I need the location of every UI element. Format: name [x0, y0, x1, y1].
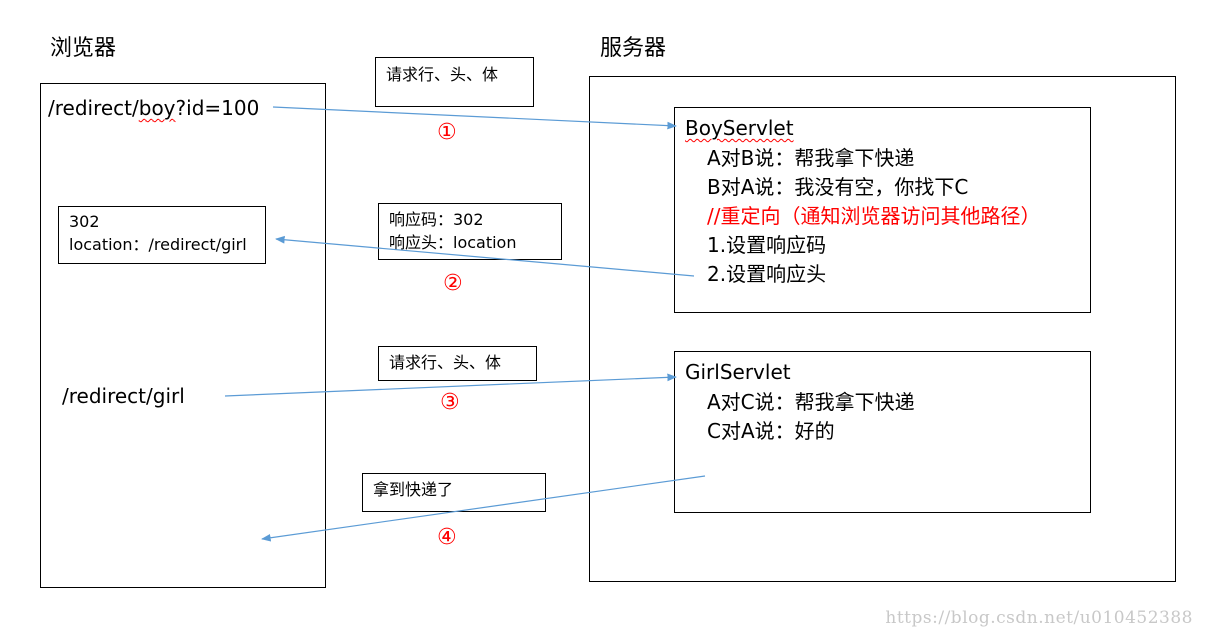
- request-note-1: 请求行、头、体: [375, 57, 534, 107]
- boy-servlet-line: A对B说：帮我拿下快递: [707, 146, 915, 170]
- watermark: https://blog.csdn.net/u010452388: [885, 608, 1193, 628]
- boy-servlet-body: A对B说：帮我拿下快递 B对A说：我没有空，你找下C //重定向（通知浏览器访问…: [707, 144, 1040, 289]
- step-4-marker: ④: [437, 525, 457, 550]
- girl-servlet-line: A对C说：帮我拿下快递: [707, 390, 915, 414]
- arrow-response-302: [275, 235, 695, 277]
- server-panel: [589, 76, 1176, 582]
- step-2-marker: ②: [443, 271, 463, 296]
- browser-panel: [40, 83, 326, 588]
- url-prefix: /redirect/: [48, 96, 139, 120]
- request-url-girl: /redirect/girl: [62, 384, 185, 408]
- received-status-code: 302: [69, 212, 100, 231]
- girl-servlet-line: C对A说：好的: [707, 419, 835, 443]
- server-title: 服务器: [600, 36, 667, 61]
- boy-servlet-box: BoyServlet A对B说：帮我拿下快递 B对A说：我没有空，你找下C //…: [674, 107, 1091, 313]
- got-delivery-note: 拿到快递了: [362, 473, 546, 512]
- response-code: 响应码：302: [389, 210, 484, 229]
- browser-received-response: 302 location：/redirect/girl: [58, 206, 266, 264]
- step-1-marker: ①: [437, 120, 457, 145]
- boy-servlet-line: B对A说：我没有空，你找下C: [707, 175, 969, 199]
- arrow-request-girl: [224, 373, 677, 397]
- girl-servlet-box: GirlServlet A对C说：帮我拿下快递 C对A说：好的: [674, 351, 1091, 513]
- url-query: ?id=100: [175, 96, 260, 120]
- response-note: 响应码：302 响应头：location: [378, 203, 562, 260]
- request-url-boy: /redirect/boy?id=100: [48, 96, 259, 120]
- girl-servlet-body: A对C说：帮我拿下快递 C对A说：好的: [707, 388, 915, 446]
- step-3-marker: ③: [440, 390, 460, 415]
- girl-servlet-title: GirlServlet: [685, 360, 791, 384]
- boy-servlet-title: BoyServlet: [685, 116, 794, 140]
- boy-servlet-step: 2.设置响应头: [707, 262, 827, 286]
- response-header: 响应头：location: [389, 233, 517, 252]
- boy-servlet-step: 1.设置响应码: [707, 233, 827, 257]
- browser-title: 浏览器: [50, 36, 117, 61]
- arrow-request-boy: [272, 106, 677, 130]
- arrow-response-girl: [261, 475, 706, 542]
- received-location: location：/redirect/girl: [69, 235, 247, 254]
- request-note-2: 请求行、头、体: [378, 346, 537, 381]
- redirect-comment: //重定向（通知浏览器访问其他路径）: [707, 204, 1041, 228]
- url-word-boy: boy: [138, 96, 176, 120]
